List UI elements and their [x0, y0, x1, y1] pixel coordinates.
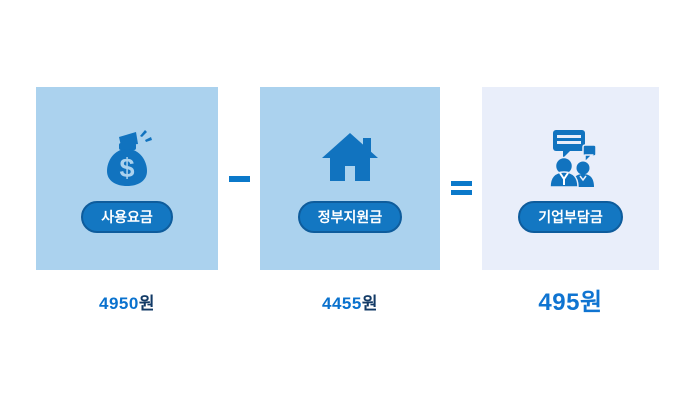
usage-fee-currency: 원	[138, 294, 155, 313]
government-subsidy-currency: 원	[361, 294, 378, 313]
svg-text:$: $	[119, 153, 134, 183]
government-subsidy-amount: 4455원	[260, 289, 440, 314]
minus-operator	[218, 87, 260, 270]
equals-bar-top	[450, 180, 472, 186]
company-burden-amount: 495원	[482, 282, 659, 317]
company-burden-pill-label: 기업부담금	[518, 200, 623, 233]
people-chat-icon	[539, 125, 603, 189]
equals-operator	[440, 87, 482, 270]
panel-usage-fee: $ 사용요금	[36, 87, 218, 270]
money-bag-icon: $	[95, 125, 159, 189]
usage-fee-amount-value: 4950	[99, 294, 139, 313]
usage-fee-pill-label: 사용요금	[81, 200, 173, 233]
company-burden-currency: 원	[579, 289, 603, 316]
house-icon	[318, 125, 382, 189]
panel-government-subsidy: 정부지원금	[260, 87, 440, 270]
panel-company-burden: 기업부담금	[482, 87, 659, 270]
government-subsidy-amount-value: 4455	[322, 294, 362, 313]
minus-bar	[228, 175, 250, 182]
usage-fee-amount: 4950원	[36, 289, 218, 314]
equals-bar-bottom	[450, 189, 472, 195]
company-burden-amount-value: 495	[538, 289, 580, 316]
government-subsidy-pill-label: 정부지원금	[297, 200, 403, 233]
